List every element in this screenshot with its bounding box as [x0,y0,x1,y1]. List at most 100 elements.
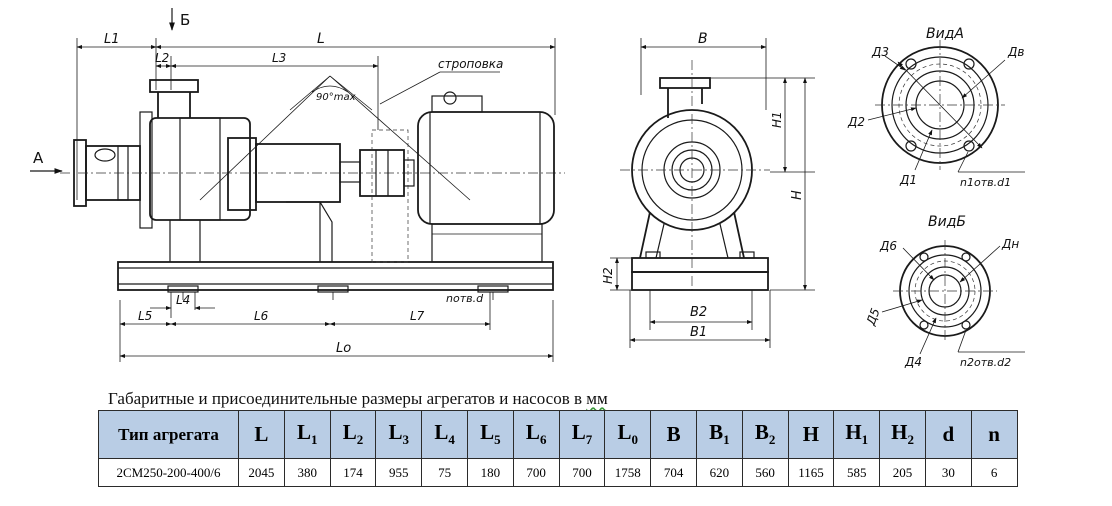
label-b1: B1 [690,325,707,340]
label-l1: L1 [104,32,120,47]
header-main: d [942,422,955,446]
cell-value: 30 [924,458,972,487]
label-arrow-a: А [33,149,44,167]
label-h: H [790,190,805,200]
table-caption: Габаритные и присоединительные размеры а… [108,389,608,409]
base-frame [117,261,554,300]
header-main: B [709,420,724,445]
coupling [359,129,415,263]
view-a: ВидА Д3 Дв Д2 Д1 n1отв.d1 [847,26,1025,189]
cell-value: 1165 [787,458,835,487]
header-sub: 2 [768,432,776,448]
header-main: H [845,420,862,445]
header-col: n [970,410,1018,459]
label-n2-holes: n2отв.d2 [960,356,1011,369]
label-view-a: ВидА [926,26,964,42]
label-n-holes: nотв.d [446,292,484,305]
header-main: L [388,420,403,445]
side-view: Б А L1 L L2 L3 строповка 90°max L4 L5 L6… [30,8,565,362]
cell-value: 75 [421,458,468,487]
header-col: L2 [329,410,377,459]
cell-value: 704 [650,458,697,487]
motor [417,91,555,263]
label-l3: L3 [272,51,286,65]
label-dn: Дн [1001,237,1019,251]
header-sub: 2 [907,432,914,448]
label-h2: H2 [601,267,615,284]
header-col: L7 [558,410,606,459]
header-main: H [891,420,908,445]
view-b: ВидБ Д6 Дн Д5 Д4 n2отв.d2 [863,214,1025,369]
label-l6: L6 [254,309,269,323]
label-d4: Д4 [904,355,922,369]
cell-value: 700 [512,458,560,487]
label-n1-holes: n1отв.d1 [960,176,1011,189]
header-col: B2 [741,410,789,459]
lifting-scheme [199,71,500,201]
cell-value: 620 [695,458,743,487]
label-l2: L2 [155,51,169,65]
header-main: B [754,420,769,445]
header-main: L [434,420,449,445]
header-main: L [342,420,357,445]
cell-value: 955 [375,458,423,487]
header-col: L0 [604,410,652,459]
pump-unit-drawing: Б А L1 L L2 L3 строповка 90°max L4 L5 L6… [30,8,1025,369]
header-main: H [802,422,820,446]
header-col: L6 [512,410,560,459]
header-col: L3 [375,410,423,459]
front-view: B H1 H H2 B2 B1 [601,31,815,348]
header-col: B1 [695,410,743,459]
header-main: B [666,422,681,446]
header-col: L1 [283,410,331,459]
header-sub: 1 [723,432,730,448]
header-col: L4 [421,410,468,459]
label-h1: H1 [770,111,784,128]
caption-text: Габаритные и присоединительные размеры а… [108,389,587,408]
label-l5: L5 [138,309,152,323]
header-col: B [650,410,697,459]
pump [60,79,565,262]
header-sub: 3 [402,432,410,448]
cell-value: 6 [970,458,1018,487]
label-d2: Д2 [847,115,865,129]
header-col: d [924,410,972,459]
header-col: H2 [879,410,926,459]
header-sub: 2 [356,432,364,448]
header-sub: 1 [861,432,869,448]
cell-value: 585 [833,458,881,487]
label-l0: Lo [336,341,351,356]
header-col: H1 [833,410,881,459]
label-l7: L7 [410,309,425,323]
label-d6: Д6 [879,239,897,253]
header-main: L [296,420,311,445]
label-l4: L4 [176,293,190,307]
label-l: L [317,31,325,47]
header-main: n [988,422,1000,446]
header-sub: 5 [494,432,501,448]
cell-value: 2045 [238,458,285,487]
header-sub: 1 [310,432,318,448]
cell-value: 700 [558,458,606,487]
header-main: L [254,422,269,446]
header-sub: 7 [585,432,593,448]
header-main: L [617,420,632,445]
label-arrow-b: Б [180,11,190,29]
header-sub: 6 [539,432,547,448]
header-main: L [525,420,540,445]
header-col: L5 [466,410,514,459]
cell-type: 2СМ250-200-400/6 [98,458,239,487]
header-main: L [571,420,586,445]
header-sub: 4 [448,432,455,448]
cell-value: 380 [283,458,331,487]
label-dv: Дв [1007,45,1024,59]
cell-value: 560 [741,458,789,487]
cell-value: 205 [879,458,926,487]
header-main: L [480,420,495,445]
label-d1: Д1 [899,173,917,187]
header-type: Тип агрегата [98,410,239,459]
